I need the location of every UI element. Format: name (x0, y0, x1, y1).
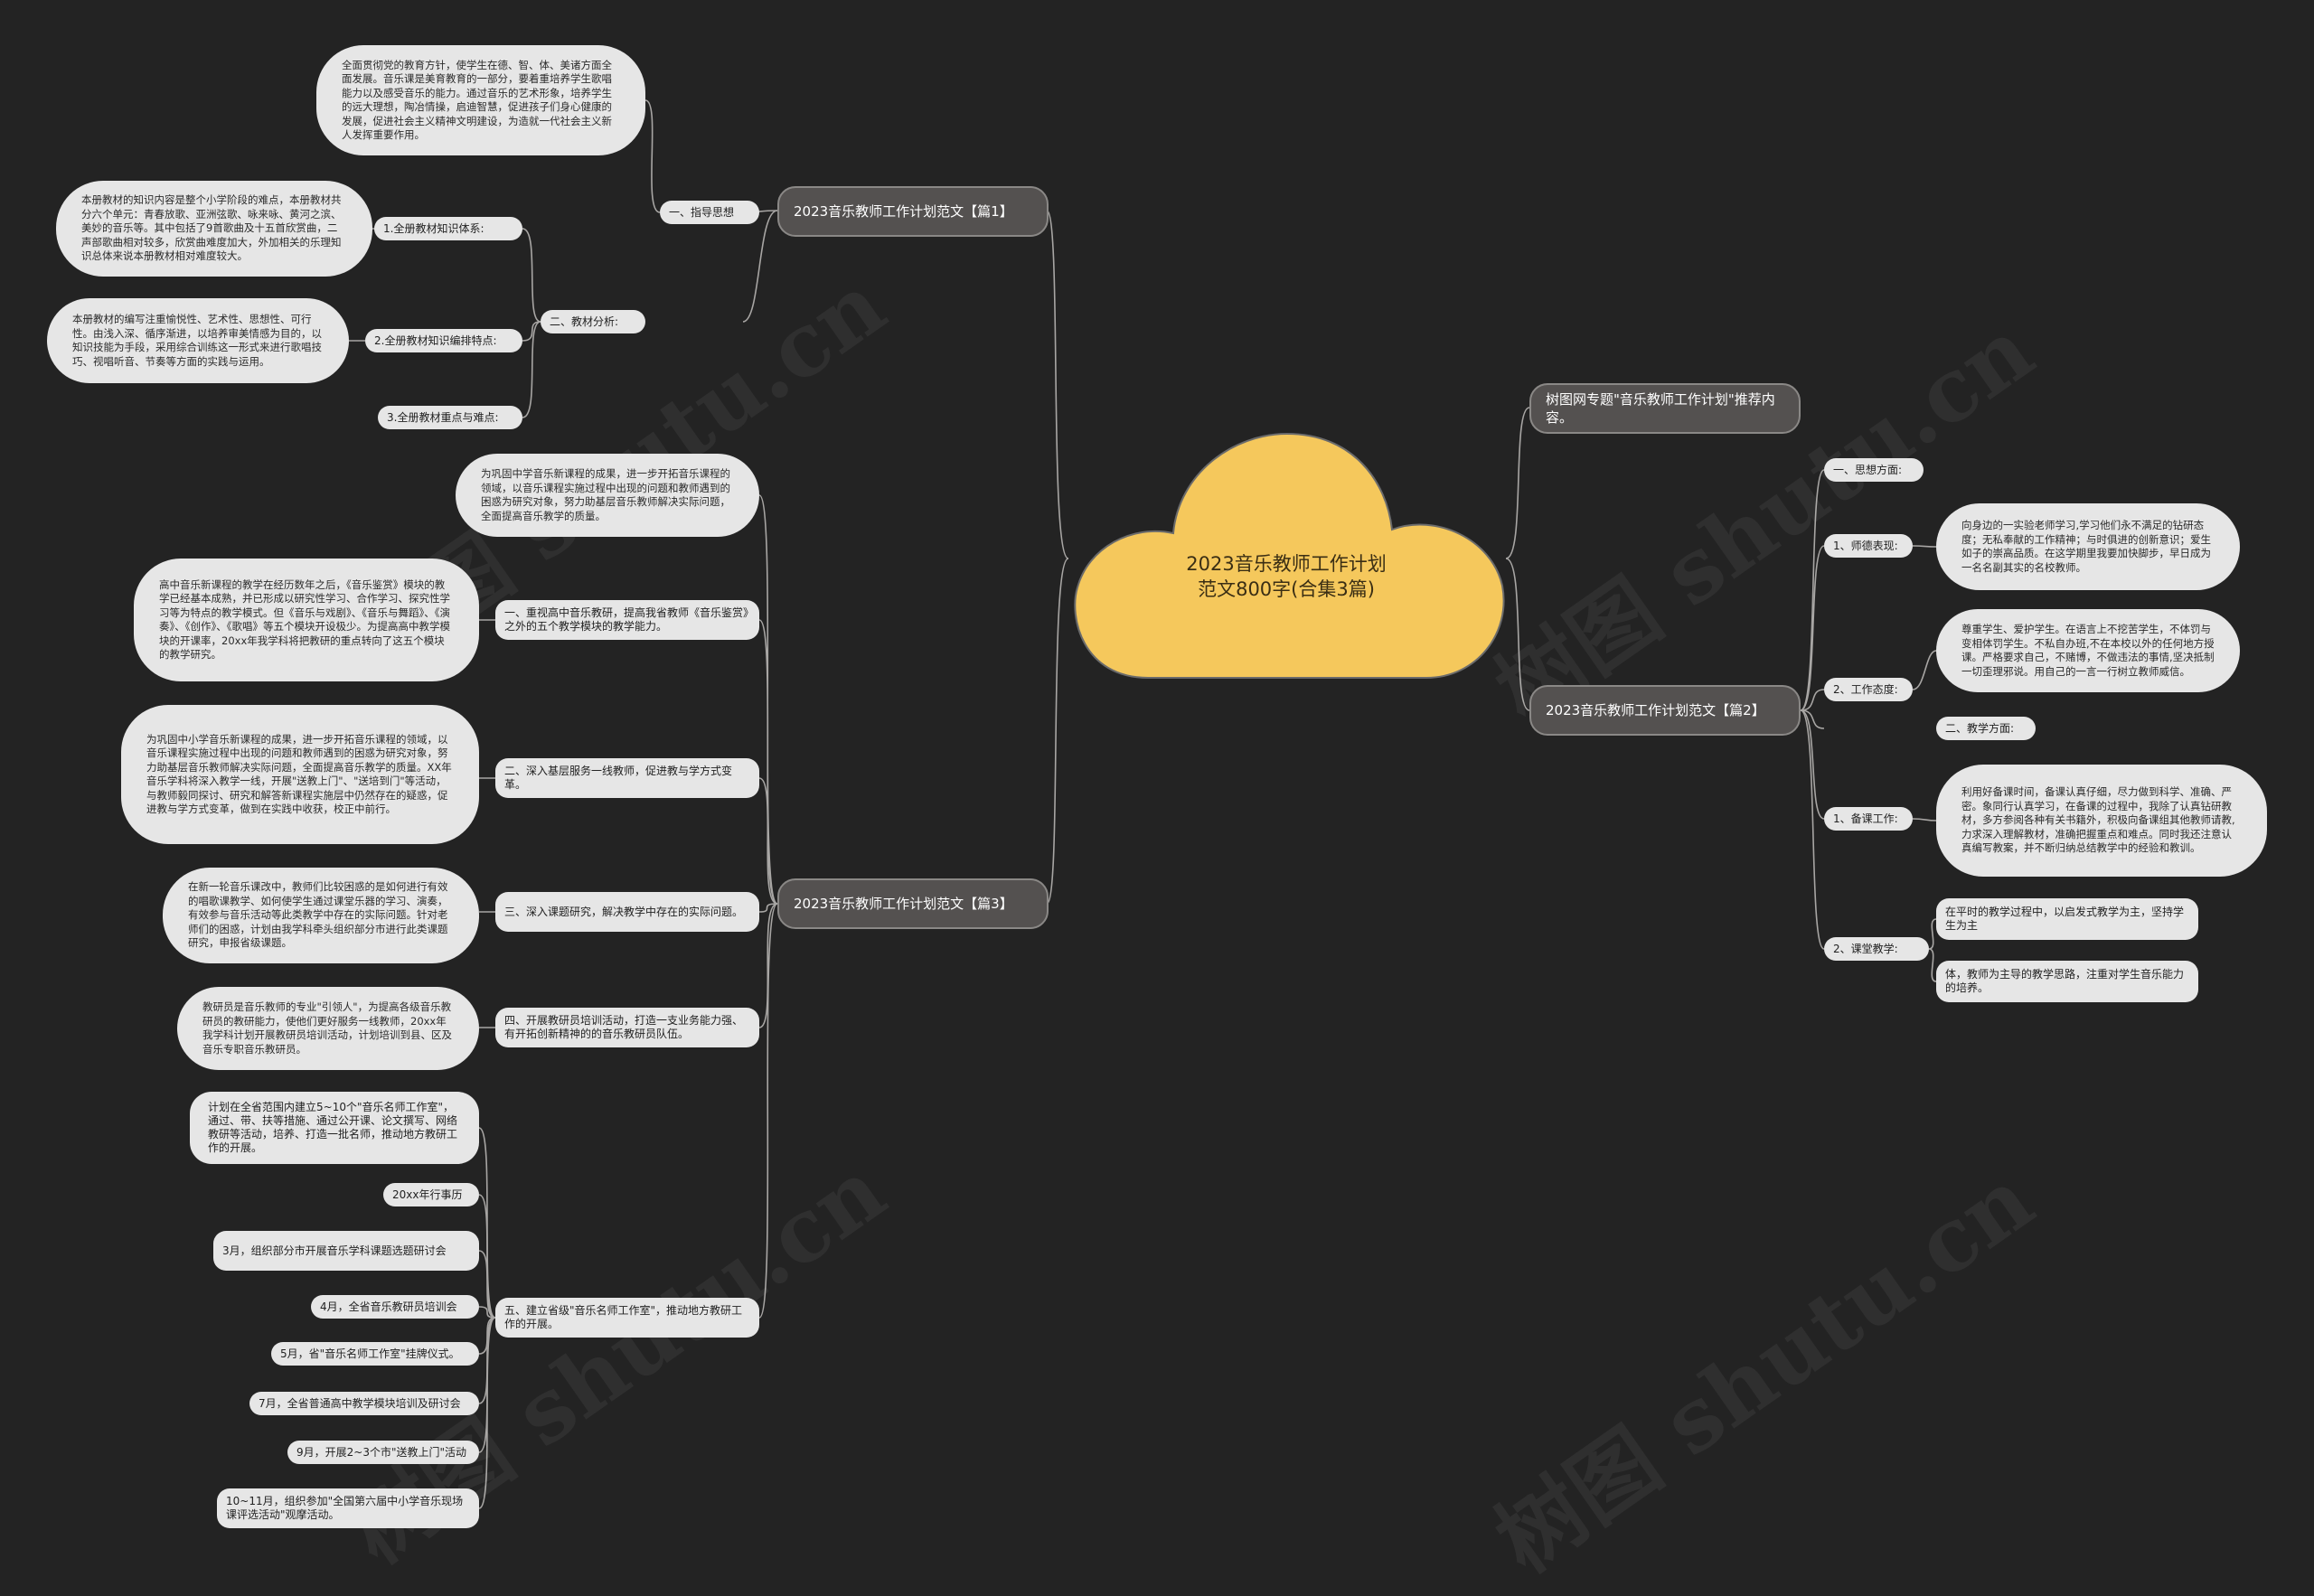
branch-article-2[interactable]: 2023音乐教师工作计划范文【篇2】 (1529, 685, 1801, 736)
p3-event-6: 9月，开展2~3个市"送教上门"活动 (287, 1441, 479, 1464)
p2-work-attitude[interactable]: 2、工作态度: (1824, 678, 1913, 701)
p2-lesson-prep[interactable]: 1、备课工作: (1824, 807, 1913, 831)
p1-knowledge-system[interactable]: 1.全册教材知识体系: (374, 217, 522, 240)
p3-item-1-text: 高中音乐新课程的教学在经历数年之后，《音乐鉴赏》模块的教学已经基本成熟，并已形成… (134, 559, 479, 681)
p1-knowledge-system-text: 本册教材的知识内容是整个小学阶段的难点，本册教材共分六个单元：青春放歌、亚洲弦歌… (56, 181, 372, 277)
p1-textbook-analysis[interactable]: 二、教材分析: (541, 310, 645, 333)
p3-intro-text: 为巩固中学音乐新课程的成果，进一步开拓音乐课程的领域，以音乐课程实施过程中出现的… (456, 454, 759, 537)
branch-article-3[interactable]: 2023音乐教师工作计划范文【篇3】 (777, 878, 1049, 929)
p3-event-2: 3月，组织部分市开展音乐学科课题选题研讨会 (213, 1231, 479, 1271)
p1-key-difficulties[interactable]: 3.全册教材重点与难点: (378, 406, 522, 429)
p1-guiding-thought[interactable]: 一、指导思想 (660, 201, 759, 224)
p3-event-1: 20xx年行事历 (383, 1183, 479, 1206)
p2-classroom-text-1: 在平时的教学过程中，以启发式教学为主，坚持学生为主 (1936, 898, 2198, 940)
p3-item-5[interactable]: 五、建立省级"音乐名师工作室"，推动地方教研工作的开展。 (495, 1298, 759, 1338)
p3-event-3: 4月，全省音乐教研员培训会 (311, 1295, 479, 1319)
p2-lesson-prep-text: 利用好备课时间，备课认真仔细，尽力做到科学、准确、严密。象同行认真学习，在备课的… (1936, 765, 2267, 877)
central-topic-title: 2023音乐教师工作计划范文800字(合集3篇) (1186, 553, 1387, 600)
p3-item-2-text: 为巩固中小学音乐新课程的成果，进一步开拓音乐课程的领域，以音乐课程实施过程中出现… (121, 705, 479, 844)
p1-arrangement-features[interactable]: 2.全册教材知识编排特点: (365, 329, 522, 352)
branch-shutu-recommend[interactable]: 树图网专题"音乐教师工作计划"推荐内容。 (1529, 383, 1801, 434)
p2-ethics-text: 向身边的一实验老师学习,学习他们永不满足的钻研态度；无私奉献的工作精神；与时俱进… (1936, 503, 2240, 590)
p3-item-5-text: 计划在全省范围内建立5~10个"音乐名师工作室"，通过、带、扶等措施、通过公开课… (190, 1092, 479, 1164)
p2-classroom-text-2: 体，教师为主导的教学思路，注重对学生音乐能力的培养。 (1936, 961, 2198, 1002)
p3-item-3[interactable]: 三、深入课题研究，解决教学中存在的实际问题。 (495, 892, 759, 932)
p2-teaching[interactable]: 二、教学方面: (1936, 717, 2036, 740)
central-topic[interactable]: 2023音乐教师工作计划范文800字(合集3篇) (1065, 432, 1508, 685)
branch-article-1[interactable]: 2023音乐教师工作计划范文【篇1】 (777, 186, 1049, 237)
p3-item-4-text: 教研员是音乐教师的专业"引领人"，为提高各级音乐教研员的教研能力，使他们更好服务… (177, 987, 479, 1070)
watermark: 树图 shutu.cn (1478, 1148, 2052, 1592)
p1-arrangement-features-text: 本册教材的编写注重愉悦性、艺术性、思想性、可行性。由浅入深、循序渐进，以培养审美… (47, 298, 349, 383)
p3-event-5: 7月，全省普通高中教学模块培训及研讨会 (249, 1392, 479, 1415)
cloud-shape (1074, 432, 1505, 679)
p2-work-attitude-text: 尊重学生、爱护学生。在语言上不挖苦学生，不体罚与变相体罚学生。不私自办班,不在本… (1936, 609, 2240, 692)
p3-item-4[interactable]: 四、开展教研员培训活动，打造一支业务能力强、有开拓创新精神的的音乐教研员队伍。 (495, 1008, 759, 1047)
p3-event-4: 5月，省"音乐名师工作室"挂牌仪式。 (271, 1342, 479, 1366)
p1-guiding-thought-text: 全面贯彻党的教育方针，使学生在德、智、体、美诸方面全面发展。音乐课是美育教育的一… (316, 45, 645, 155)
p2-ideology[interactable]: 一、思想方面: (1824, 458, 1924, 482)
p3-event-7: 10~11月，组织参加"全国第六届中小学音乐现场课评选活动"观摩活动。 (217, 1488, 479, 1528)
p3-item-2[interactable]: 二、深入基层服务一线教师，促进教与学方式变革。 (495, 758, 759, 798)
p3-item-3-text: 在新一轮音乐课改中，教师们比较困惑的是如何进行有效的唱歌课教学、如何使学生通过课… (163, 868, 479, 963)
p2-classroom[interactable]: 2、课堂教学: (1824, 937, 1929, 961)
p2-ethics[interactable]: 1、师德表现: (1824, 534, 1913, 558)
p3-item-1[interactable]: 一、重视高中音乐教研，提高我省教师《音乐鉴赏》之外的五个教学模块的教学能力。 (495, 600, 759, 640)
